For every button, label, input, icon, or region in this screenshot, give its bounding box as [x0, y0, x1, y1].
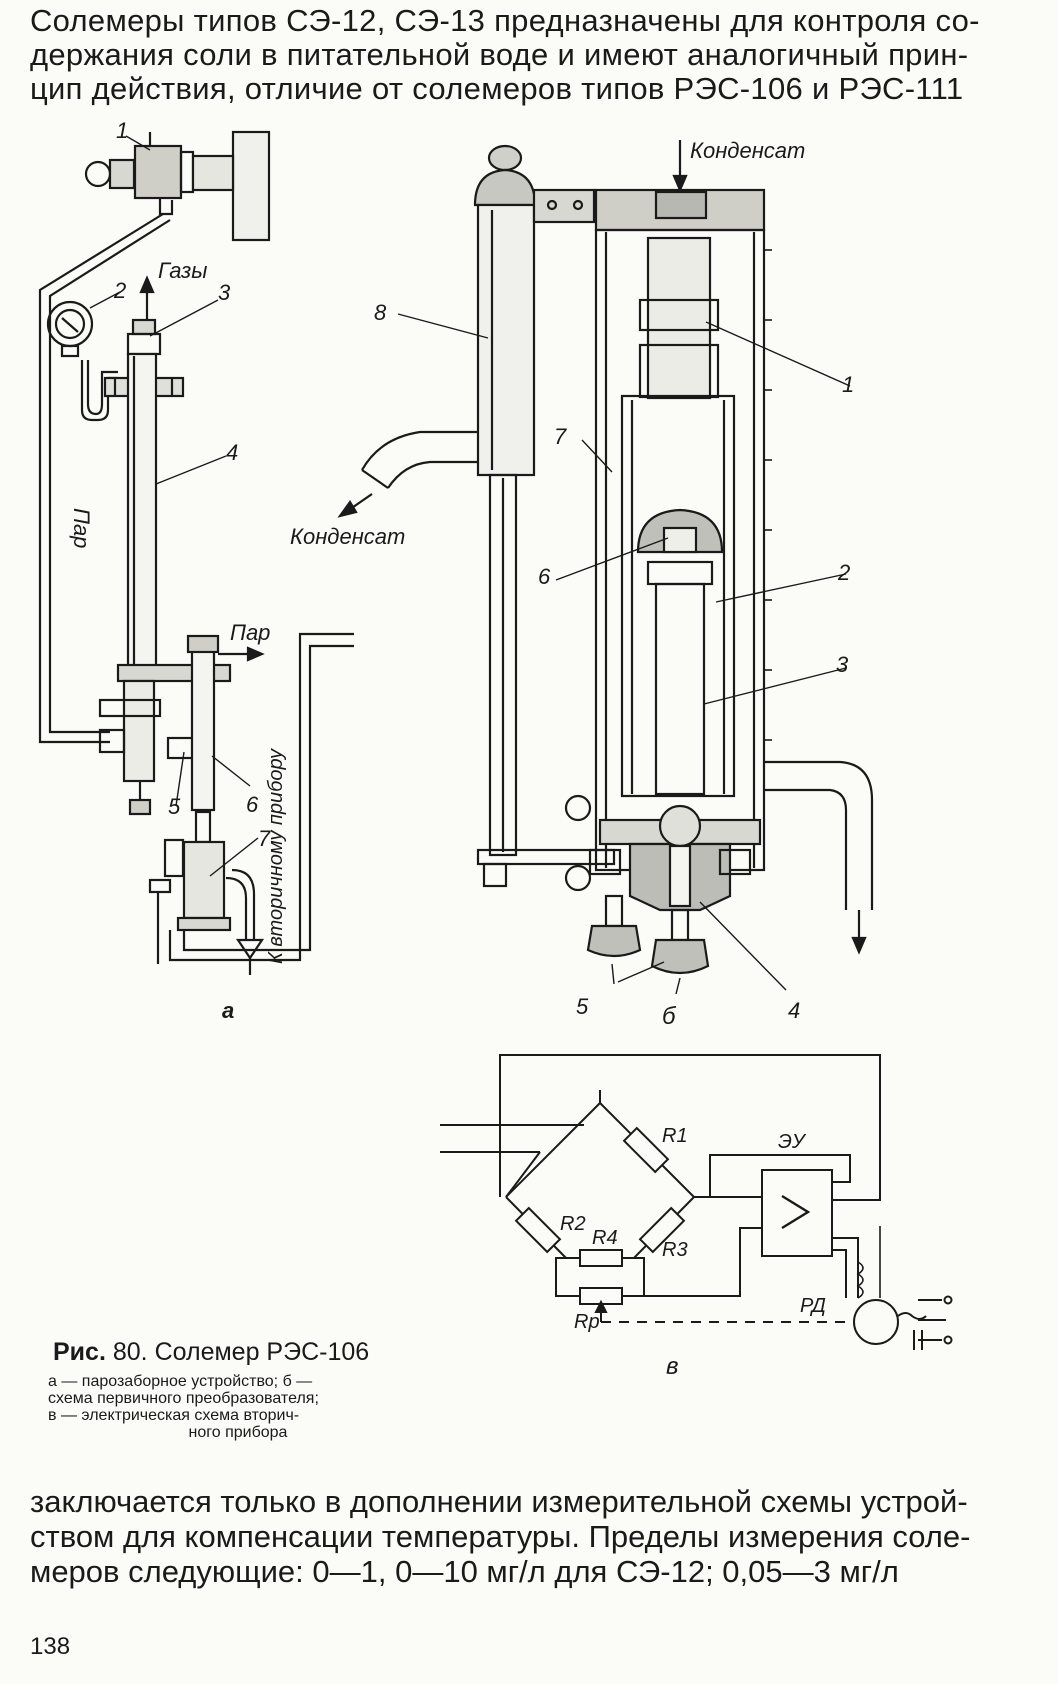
legend-line: схема первичного преобразователя; — [48, 1390, 319, 1407]
caption-legend: а — парозаборное устройство; б — схема п… — [48, 1373, 428, 1441]
legend-line: ного прибора — [188, 1424, 288, 1441]
label-eu: ЭУ — [778, 1131, 807, 1153]
label-b-1: 1 — [842, 372, 854, 397]
label-condensate-out: Конденсат — [290, 524, 405, 549]
label-condensate-in: Конденсат — [690, 138, 805, 163]
label-r2: R2 — [560, 1213, 586, 1235]
label-b-3: 3 — [836, 652, 849, 677]
label-a-1: 1 — [116, 118, 128, 143]
label-b-4: 4 — [788, 998, 800, 1023]
label-a-3: 3 — [218, 280, 231, 305]
page-number: 138 — [30, 1633, 71, 1660]
label-a-4: 4 — [226, 440, 238, 465]
label-rp: Rp — [574, 1311, 600, 1333]
label-b-6: 6 — [538, 564, 551, 589]
label-r1: R1 — [662, 1125, 688, 1147]
caption-prefix: Рис. — [53, 1338, 106, 1366]
figure-c-drawing — [440, 1054, 953, 1350]
label-letter-b: б — [662, 1003, 677, 1030]
label-gases: Газы — [158, 258, 207, 283]
figure-drawings: 1 2 3 4 5 6 7 Газы Пар Пар К вторичному … — [38, 118, 953, 1380]
text-line: ством для компенсации температуры. Преде… — [30, 1519, 971, 1554]
text-line: Солемеры типов СЭ-12, СЭ-13 предназначен… — [30, 3, 980, 38]
label-letter-c: в — [666, 1353, 679, 1380]
paragraph-bottom: заключается только в дополнении измерите… — [30, 1484, 1030, 1589]
figure-b-drawing — [337, 140, 874, 995]
label-b-7: 7 — [554, 424, 567, 449]
legend-line: а — парозаборное устройство; б — — [48, 1373, 313, 1390]
label-b-2: 2 — [837, 560, 850, 585]
label-b-5: 5 — [576, 994, 589, 1019]
label-rd: РД — [800, 1295, 826, 1317]
figure-caption: Рис. 80. Солемер РЭС-106 а — парозаборно… — [48, 1338, 428, 1441]
label-a-6: 6 — [246, 792, 259, 817]
caption-title: Рис. 80. Солемер РЭС-106 — [53, 1338, 428, 1367]
label-a-5: 5 — [168, 794, 181, 819]
text-line: цип действия, отличие от солемеров типов… — [30, 71, 964, 106]
paragraph-top: Солемеры типов СЭ-12, СЭ-13 предназначен… — [30, 4, 1030, 106]
figure-c-labels: R1 R2 R3 R4 Rp ЭУ РД в — [560, 1125, 826, 1380]
text-line: держания соли в питательной воде и имеют… — [30, 37, 969, 72]
label-r4: R4 — [592, 1227, 618, 1249]
label-steam-out: Пар — [230, 620, 270, 645]
text-line: меров следующие: 0—1, 0—10 мг/л для СЭ-1… — [30, 1554, 899, 1589]
label-a-7: 7 — [258, 826, 271, 851]
label-a-2: 2 — [113, 278, 126, 303]
caption-number: 80. — [112, 1338, 148, 1366]
label-to-device: К вторичному прибору — [265, 748, 287, 964]
figure-b-labels: Конденсат Конденсат 1 2 3 4 5 6 7 8 б — [290, 138, 854, 1030]
figure-a-drawing — [38, 130, 354, 975]
label-b-8: 8 — [374, 300, 387, 325]
label-letter-a: а — [222, 998, 234, 1023]
text-line: заключается только в дополнении измерите… — [30, 1484, 968, 1519]
caption-text: Солемер РЭС-106 — [154, 1338, 370, 1366]
label-steam-down: Пар — [69, 508, 94, 548]
legend-line: в — электрическая схема вторич- — [48, 1407, 300, 1424]
label-r3: R3 — [662, 1239, 688, 1261]
figure-a-labels: 1 2 3 4 5 6 7 Газы Пар Пар К вторичному … — [69, 118, 287, 1023]
